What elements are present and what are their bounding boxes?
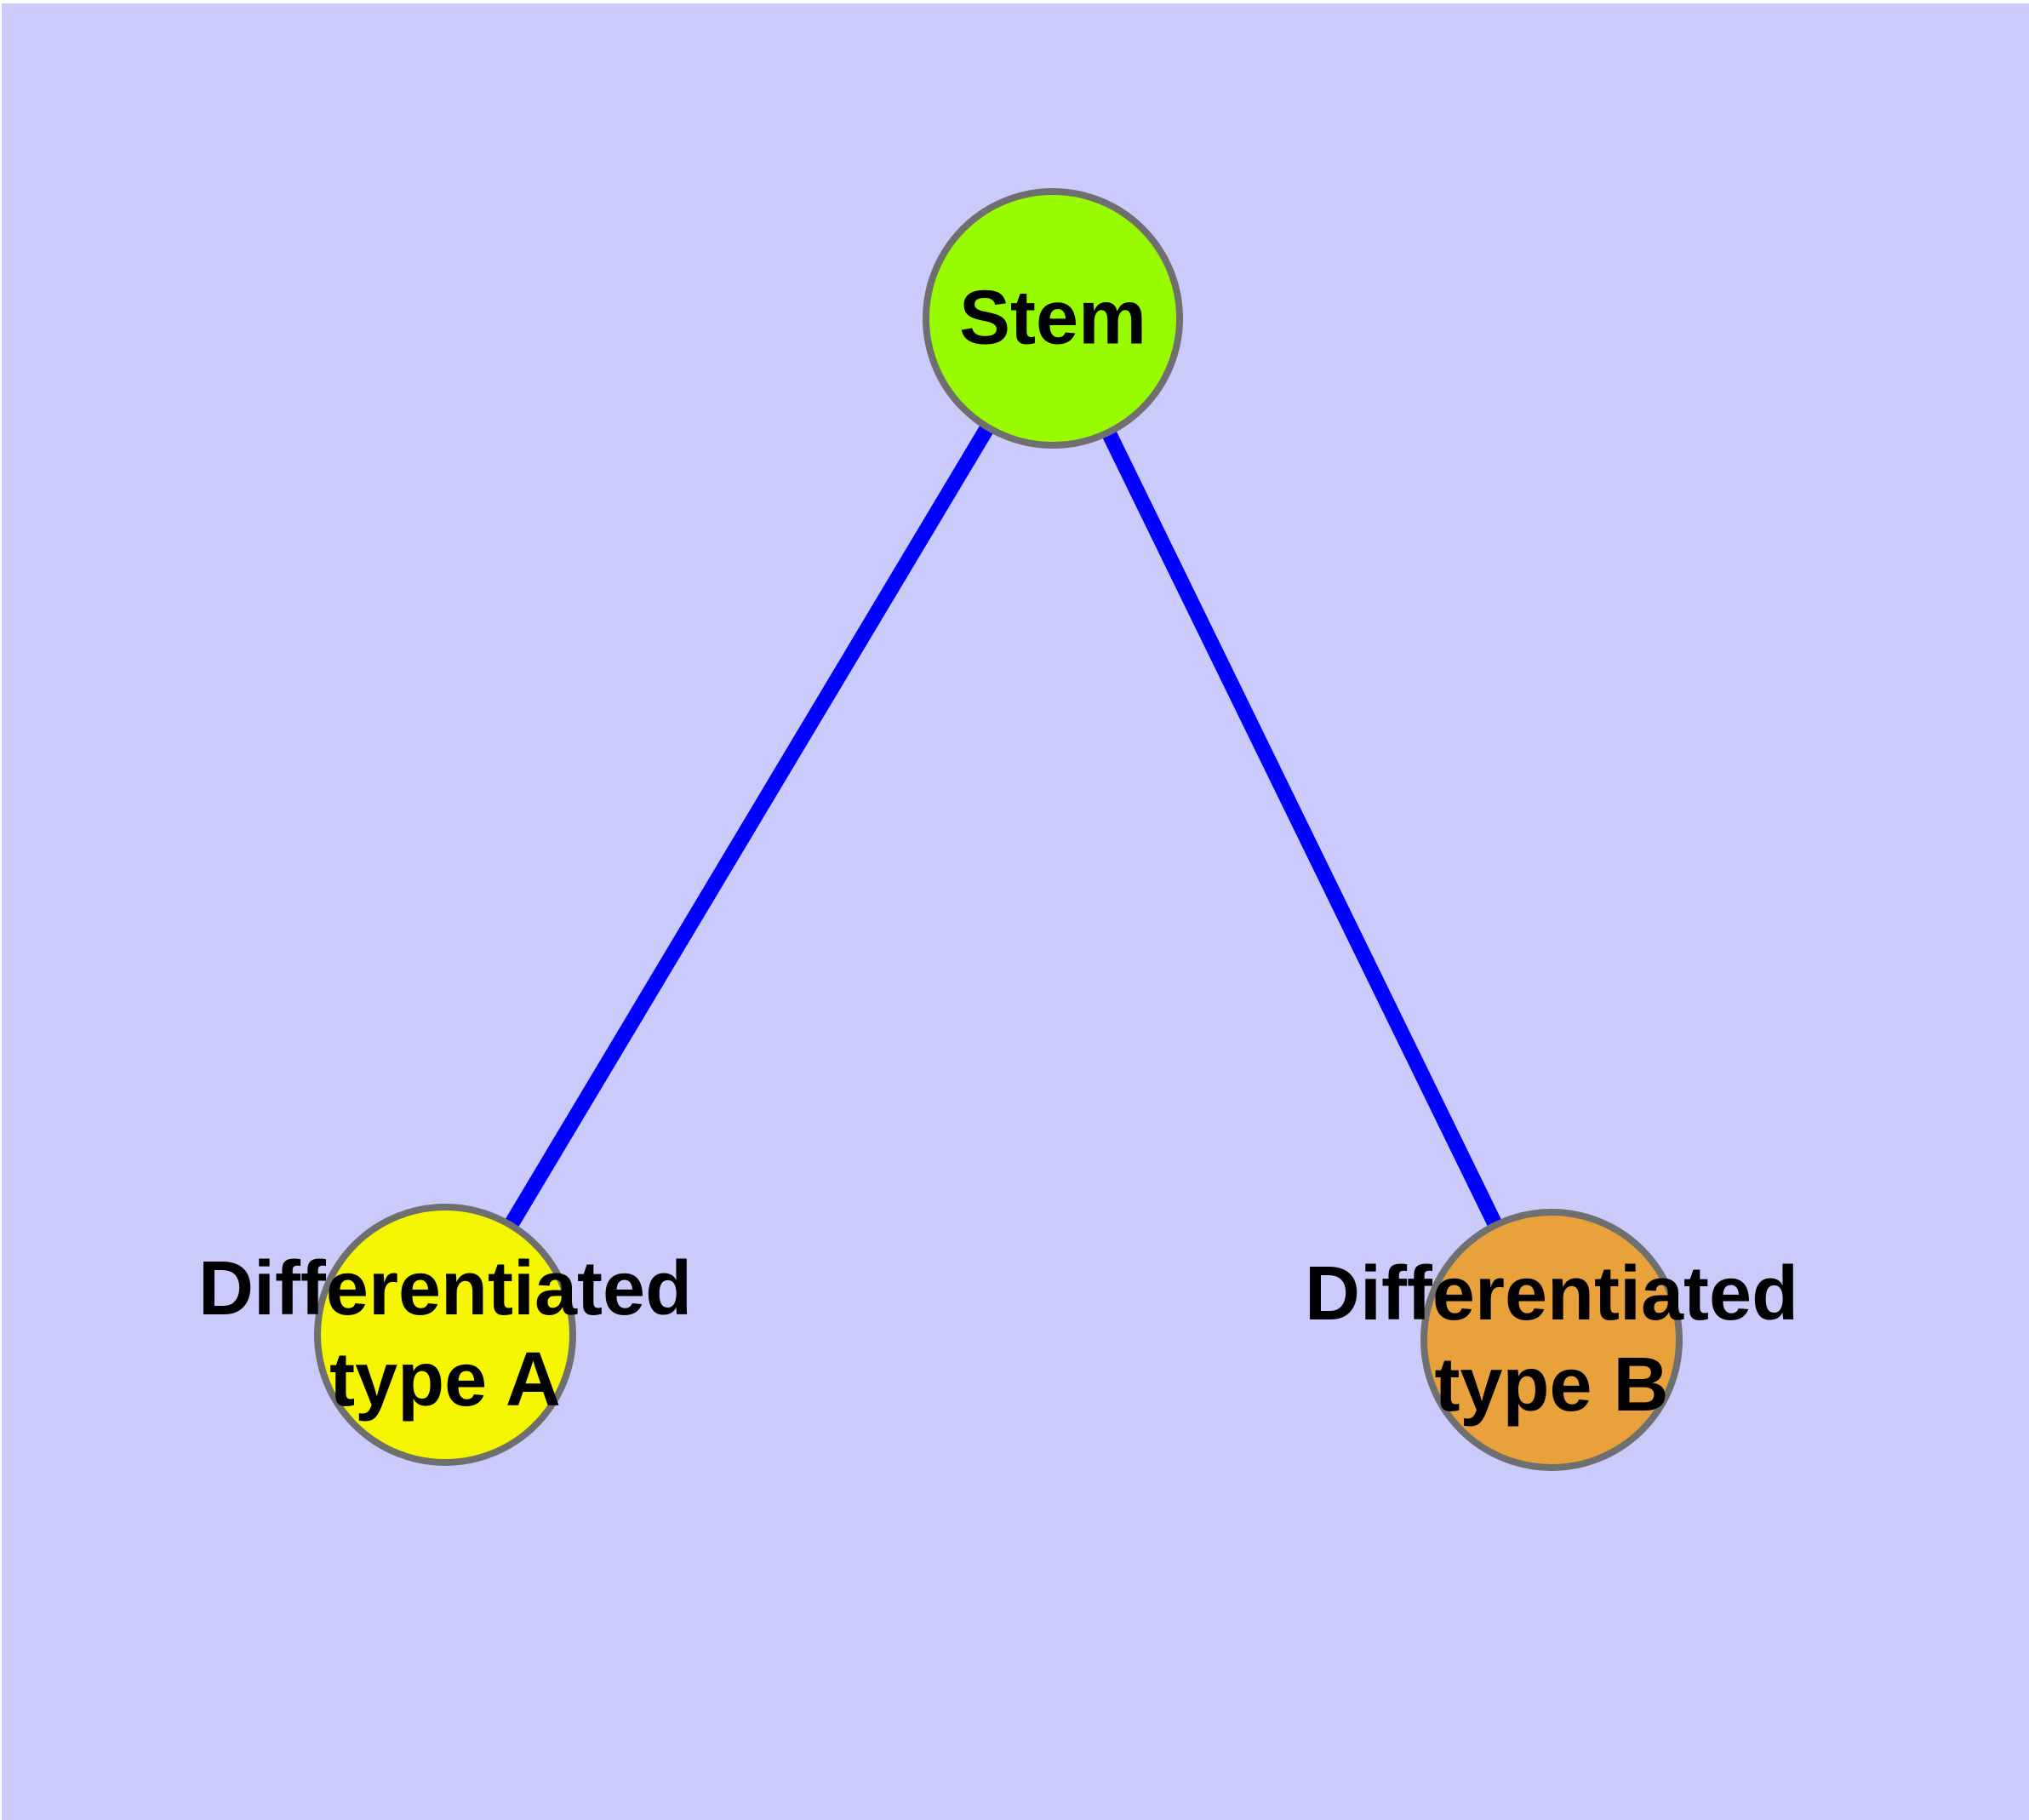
edge-stem-to-type-a: [438, 314, 1060, 1339]
edge-stem-to-type-b: [1045, 315, 1559, 1343]
node-stem-circle: [923, 188, 1183, 449]
node-type-b-circle: [1420, 1209, 1683, 1471]
node-type-a-circle: [314, 1204, 576, 1466]
